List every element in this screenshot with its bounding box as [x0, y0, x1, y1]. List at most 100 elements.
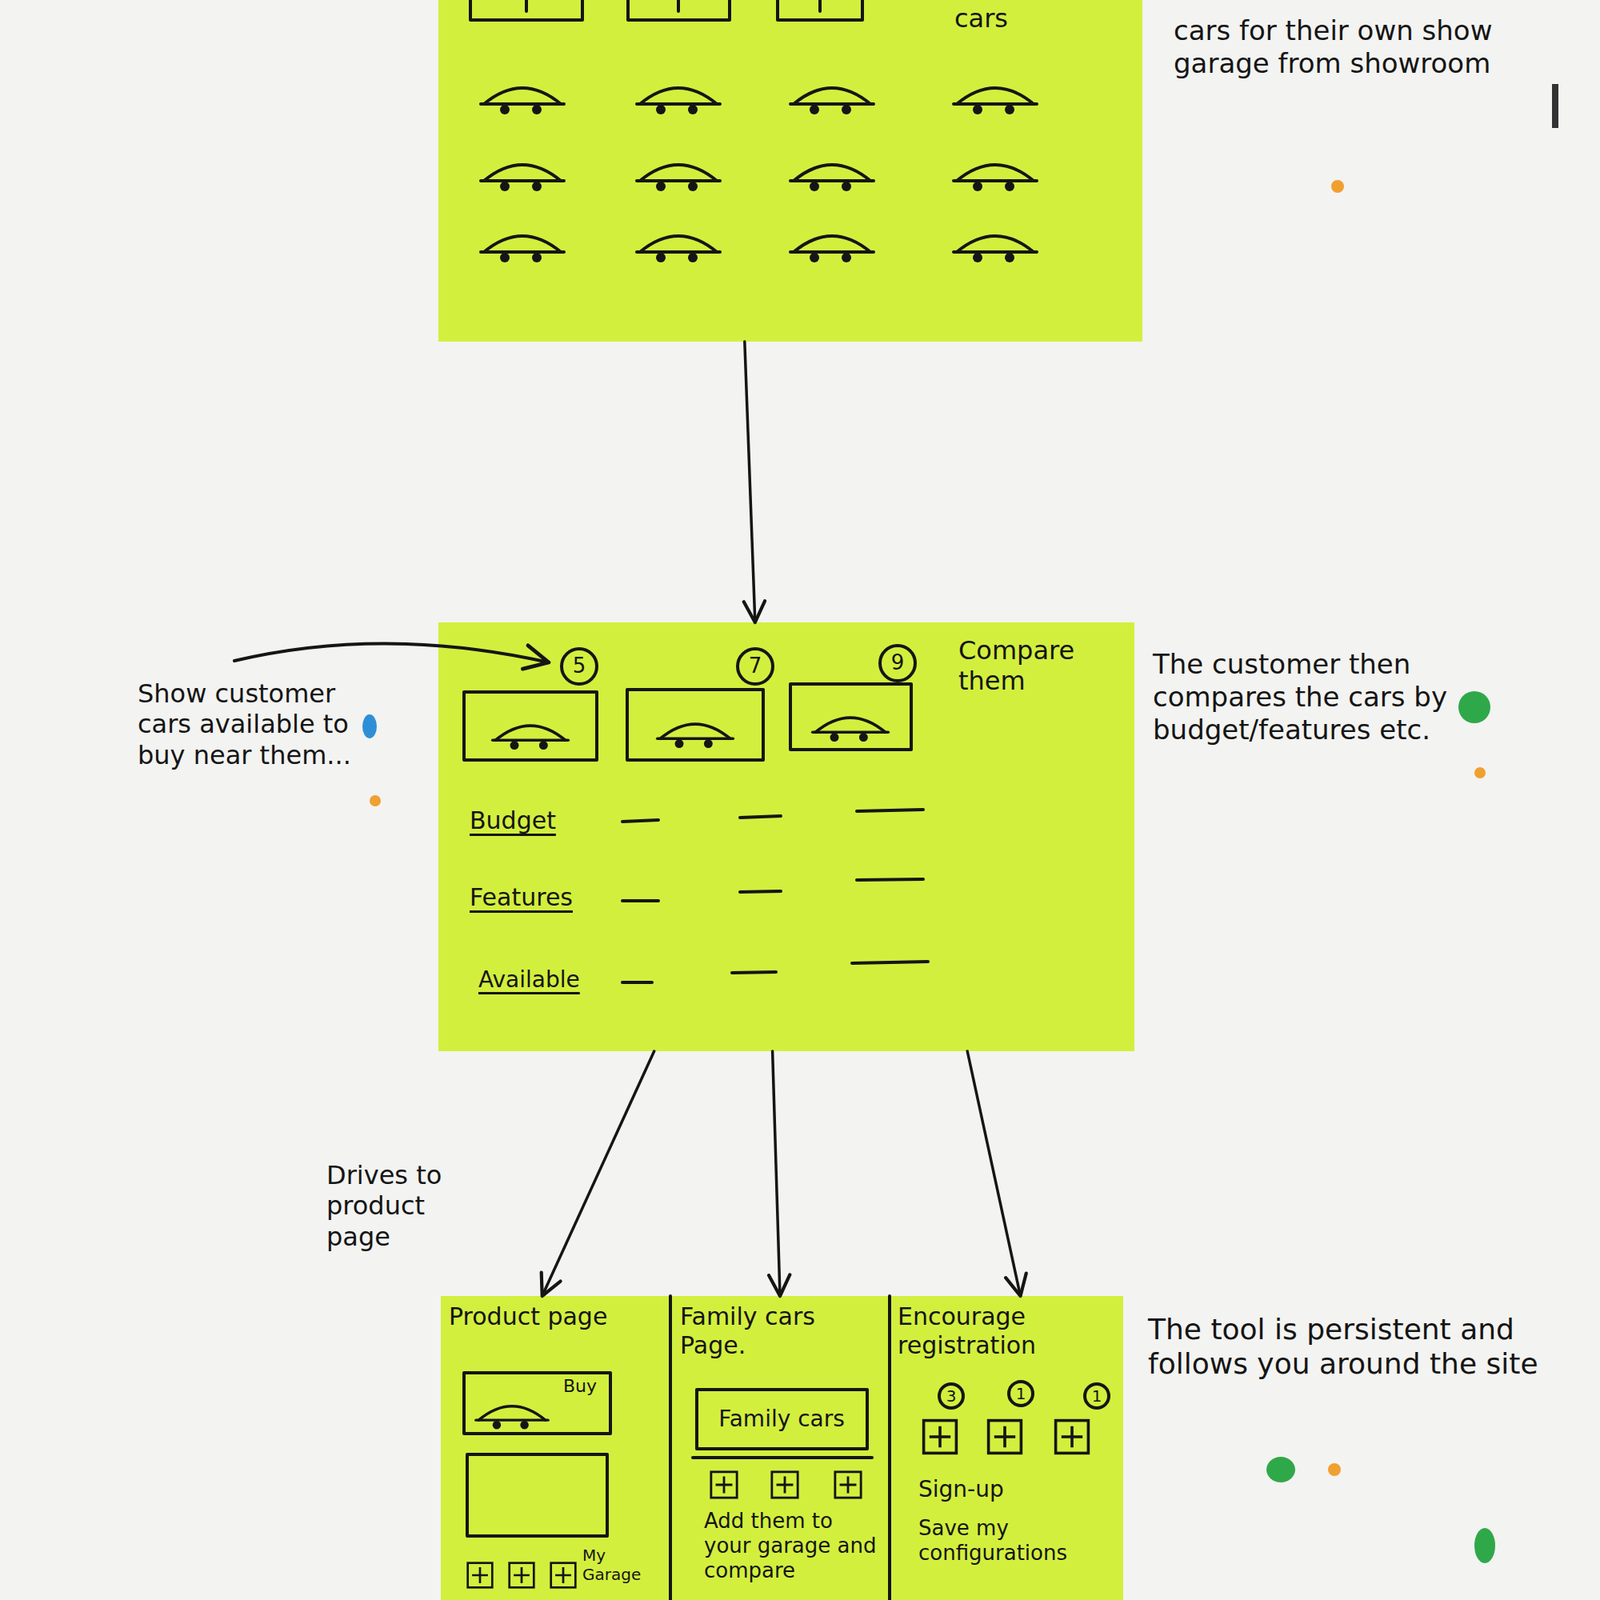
callout-circles	[561, 645, 916, 684]
car-grid	[480, 88, 564, 115]
note-heading: Encourage registration	[897, 1302, 1116, 1360]
car-grid	[953, 88, 1037, 115]
compare-cars	[492, 725, 569, 750]
callout-number: 3	[939, 1386, 964, 1406]
car-grid	[636, 88, 720, 115]
registration-sketch	[1084, 1384, 1109, 1408]
compare-cars	[464, 692, 597, 760]
callout-circles	[880, 645, 916, 681]
car-grid	[790, 236, 874, 263]
vote-dots	[1331, 180, 1344, 193]
callout-circles	[561, 648, 597, 684]
note-heading: cars	[954, 3, 1083, 34]
vote-dots	[369, 795, 381, 807]
table-dashes	[622, 879, 924, 901]
leader-arrow	[234, 643, 549, 663]
row-label: Features	[469, 883, 614, 912]
top-plus-boxes	[470, 0, 863, 20]
compare-cars	[627, 689, 764, 760]
table-dashes	[622, 809, 924, 822]
vote-dots	[1552, 84, 1559, 128]
flow-arrow	[772, 1051, 780, 1296]
car-grid	[790, 164, 874, 192]
compare-cars	[464, 684, 912, 760]
flow-arrow	[744, 341, 756, 623]
note-heading: Product page	[448, 1302, 664, 1332]
vote-dots	[362, 714, 377, 739]
note-fill	[670, 1296, 890, 1600]
product-page-sketch	[509, 1563, 535, 1588]
link-label: My Garage	[582, 1545, 655, 1584]
callout-number: 1	[1084, 1386, 1109, 1406]
note-heading: Family cars Page.	[680, 1302, 880, 1360]
note-fill	[440, 1296, 672, 1600]
registration-sketch	[924, 1420, 957, 1454]
row-label: Available	[478, 966, 615, 994]
note-fill	[889, 1296, 1124, 1600]
table-dashes	[622, 961, 928, 983]
callout-number: 9	[881, 650, 914, 676]
registration-sketch	[1056, 1420, 1089, 1454]
family-page-sketch	[772, 1472, 798, 1498]
connectors	[542, 341, 1021, 1296]
note-text: Add them to your garage and compare	[704, 1508, 882, 1584]
table-dashes	[622, 809, 928, 983]
panel-note: Product page	[440, 1296, 672, 1600]
button-label: Sign-up	[918, 1476, 1111, 1504]
product-page-sketch	[467, 1454, 608, 1536]
note-fills	[438, 0, 1143, 1600]
callout-number: 1	[1008, 1384, 1033, 1404]
vote-dots	[1266, 1456, 1296, 1483]
note-text: The customer then compares the cars by b…	[1152, 648, 1457, 746]
car-grid	[636, 236, 720, 263]
product-page-sketch	[551, 1563, 576, 1588]
family-page-sketch	[692, 1389, 872, 1498]
vote-dots	[362, 84, 1559, 1564]
car-grid	[636, 164, 720, 192]
registration-sketch	[1008, 1381, 1033, 1406]
flow-arrow	[967, 1051, 1020, 1296]
compare-cars	[812, 717, 889, 742]
note-fill	[438, 622, 1135, 1052]
vote-dots	[1328, 1463, 1341, 1476]
vote-dots	[1458, 691, 1491, 724]
compare-cars	[790, 684, 912, 750]
top-plus-boxes	[526, 0, 820, 12]
row-label: Budget	[469, 806, 614, 836]
vote-dots	[1474, 1528, 1496, 1564]
sticky-note: cars	[438, 0, 1143, 342]
compare-cars	[657, 724, 734, 748]
registration-sketch	[939, 1384, 964, 1408]
family-page-sketch	[696, 1389, 868, 1449]
product-page-sketch	[464, 1372, 611, 1434]
callout-circles	[737, 648, 773, 684]
registration-sketch	[988, 1420, 1022, 1454]
callout-number: 5	[563, 653, 596, 679]
car-grid	[953, 164, 1037, 192]
flow-arrow	[542, 1051, 655, 1296]
car-grid	[480, 164, 564, 192]
family-page-sketch	[835, 1472, 861, 1498]
callout-number: 7	[739, 653, 772, 679]
note-fill	[438, 0, 1143, 342]
button-label: Save my configurations	[918, 1516, 1119, 1566]
note-heading: Compare them	[958, 635, 1119, 697]
car-grid	[953, 236, 1037, 263]
banner-label: Family cars	[700, 1405, 864, 1433]
family-page-sketch	[692, 1456, 872, 1460]
panel-dividers	[670, 1296, 890, 1600]
edge-label: Drives to product page	[326, 1160, 487, 1252]
car-grid	[790, 88, 874, 115]
product-page-sketch	[468, 1563, 493, 1588]
registration-sketch	[924, 1381, 1109, 1453]
product-page-sketch	[476, 1406, 548, 1430]
panel-dividers	[670, 1296, 890, 1600]
vote-dots	[1474, 767, 1486, 779]
note-text: The tool is persistent and follows you a…	[1148, 1312, 1548, 1381]
button-label: Buy	[563, 1376, 608, 1397]
note-text: Show customer cars available to buy near…	[137, 678, 354, 771]
car-grid	[480, 236, 564, 263]
family-page-sketch	[711, 1472, 737, 1498]
car-grid	[480, 88, 1037, 263]
